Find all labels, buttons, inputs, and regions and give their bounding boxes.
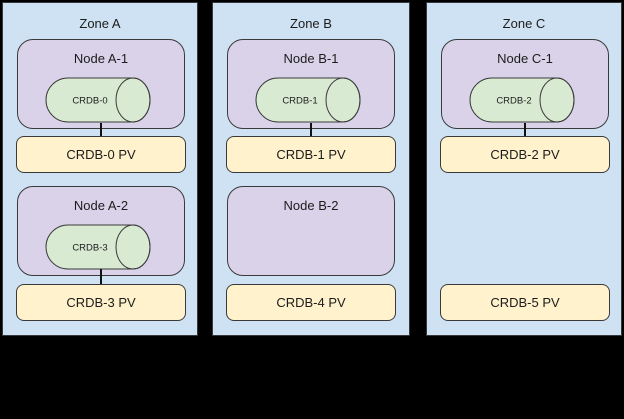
crdb-pod-cylinder-icon: CRDB-2 bbox=[469, 77, 575, 123]
node-box-c1: Node C-1 CRDB-2 bbox=[441, 39, 609, 129]
crdb-pod-cylinder-icon: CRDB-1 bbox=[255, 77, 361, 123]
node-box-b1: Node B-1 CRDB-1 bbox=[227, 39, 395, 129]
node-label: Node B-2 bbox=[283, 198, 339, 213]
zone-label: Zone B bbox=[290, 16, 332, 31]
pv-label: CRDB-1 PV bbox=[276, 147, 346, 162]
pv-label: CRDB-4 PV bbox=[276, 295, 346, 310]
node-box-a1: Node A-1 CRDB-0 bbox=[17, 39, 185, 129]
pv-box: CRDB-4 PV bbox=[226, 284, 396, 321]
pod-pv-connector-line bbox=[100, 123, 102, 137]
pod-label: CRDB-0 bbox=[72, 96, 107, 107]
zone-b-box: Zone B Node B-1 CRDB-1 CRDB-1 PV Node B-… bbox=[212, 2, 410, 336]
node-label: Node A-1 bbox=[73, 51, 129, 66]
pv-label: CRDB-2 PV bbox=[490, 147, 560, 162]
node-label: Node B-1 bbox=[283, 51, 339, 66]
pod-pv-connector-line bbox=[524, 123, 526, 137]
pod-pv-connector-line bbox=[310, 123, 312, 137]
pv-box: CRDB-2 PV bbox=[440, 136, 610, 173]
crdb-pod-cylinder-icon: CRDB-3 bbox=[45, 224, 151, 270]
pod-label: CRDB-2 bbox=[496, 96, 531, 107]
pv-box: CRDB-5 PV bbox=[440, 284, 610, 321]
pv-label: CRDB-3 PV bbox=[66, 295, 136, 310]
pv-label: CRDB-0 PV bbox=[66, 147, 136, 162]
node-box-b2: Node B-2 bbox=[227, 186, 395, 276]
pv-label: CRDB-5 PV bbox=[490, 295, 560, 310]
pod-label: CRDB-1 bbox=[282, 96, 317, 107]
crdb-pod-cylinder-icon: CRDB-0 bbox=[45, 77, 151, 123]
zone-label: Zone C bbox=[502, 16, 546, 31]
zone-label: Zone A bbox=[79, 16, 121, 31]
node-label: Node A-2 bbox=[73, 198, 129, 213]
pv-box: CRDB-0 PV bbox=[16, 136, 186, 173]
zone-a-box: Zone A Node A-1 CRDB-0 CRDB-0 PV Node A-… bbox=[2, 2, 198, 336]
node-box-a2: Node A-2 CRDB-3 bbox=[17, 186, 185, 276]
pod-pv-connector-line bbox=[100, 269, 102, 285]
pod-label: CRDB-3 bbox=[72, 243, 107, 254]
pv-box: CRDB-1 PV bbox=[226, 136, 396, 173]
node-label: Node C-1 bbox=[497, 51, 553, 66]
pv-box: CRDB-3 PV bbox=[16, 284, 186, 321]
zone-c-box: Zone C Node C-1 CRDB-2 CRDB-2 PV CRDB-5 … bbox=[426, 2, 622, 336]
